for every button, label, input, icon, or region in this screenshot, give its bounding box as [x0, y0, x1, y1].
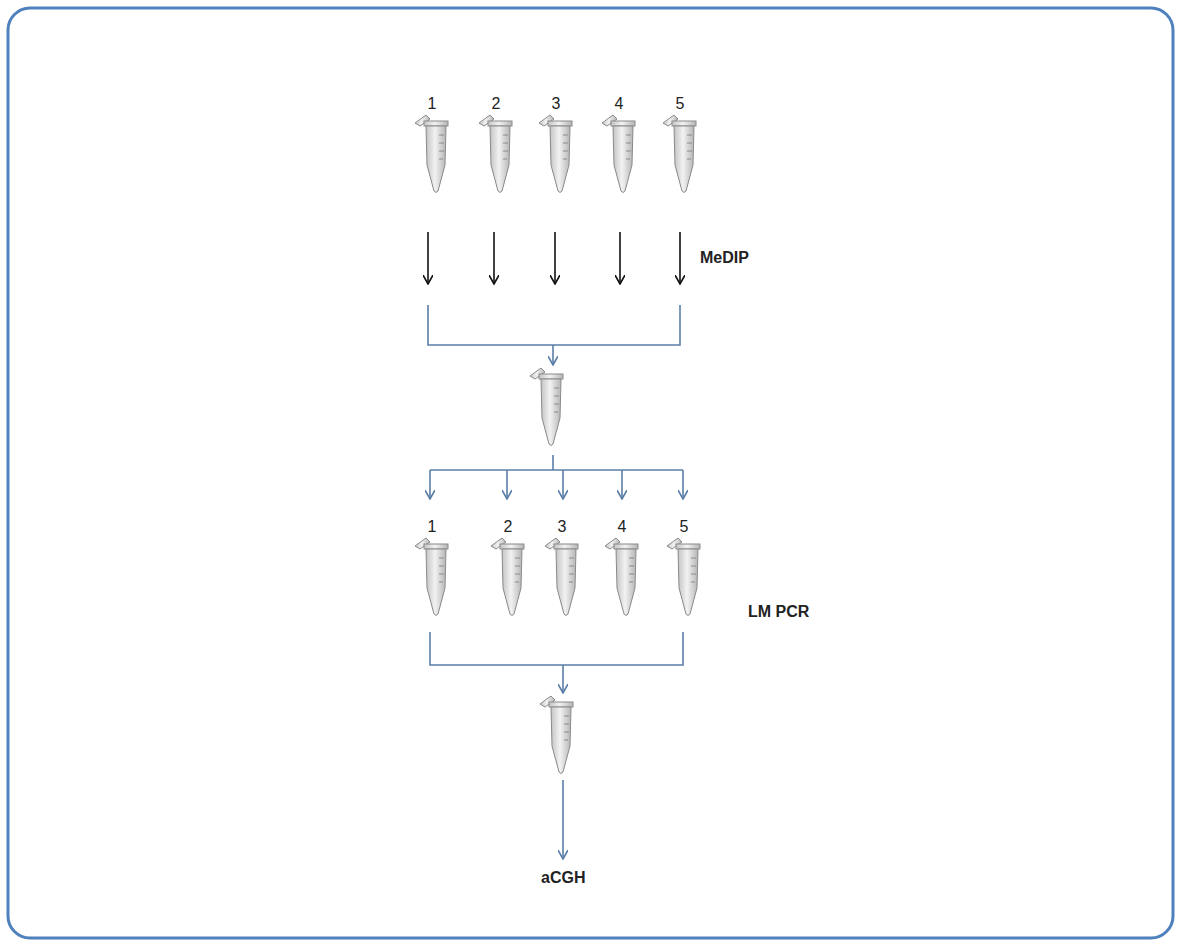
tube-number: 2	[486, 518, 530, 536]
sample-tube: 2	[486, 518, 530, 618]
sample-tube: 3	[540, 518, 584, 618]
pooled-tube	[540, 696, 573, 774]
sample-tube: 4	[597, 95, 641, 195]
tube-icon	[410, 113, 454, 195]
tube-number: 3	[534, 95, 578, 113]
pool-bracket	[428, 305, 680, 364]
medip-arrows	[428, 232, 680, 283]
tube-number: 5	[658, 95, 702, 113]
split-bracket	[430, 455, 683, 498]
tube-number: 1	[410, 95, 454, 113]
sample-tube: 5	[658, 95, 702, 195]
sample-tube: 1	[410, 95, 454, 195]
tube-icon	[597, 113, 641, 195]
sample-tube: 4	[600, 518, 644, 618]
tube-icon	[486, 536, 530, 618]
tube-number: 1	[410, 518, 454, 536]
tube-number: 4	[600, 518, 644, 536]
tube-icon	[474, 113, 518, 195]
tube-number: 2	[474, 95, 518, 113]
tube-icon	[540, 536, 584, 618]
pool-bracket	[430, 632, 683, 692]
frame-border	[8, 8, 1173, 938]
sample-tube: 5	[662, 518, 706, 618]
tube-number: 4	[597, 95, 641, 113]
sample-tube: 1	[410, 518, 454, 618]
tube-icon	[534, 113, 578, 195]
tube-number: 3	[540, 518, 584, 536]
tube-number: 5	[662, 518, 706, 536]
tube-icon	[600, 536, 644, 618]
tube-icon	[662, 536, 706, 618]
sample-tube: 2	[474, 95, 518, 195]
to-acgh-arrow	[562, 780, 564, 858]
sample-tube: 3	[534, 95, 578, 195]
pooled-tube	[530, 368, 563, 446]
step-label: LM PCR	[748, 602, 809, 622]
step-label: aCGH	[541, 868, 585, 888]
tube-icon	[658, 113, 702, 195]
step-label: MeDIP	[700, 248, 749, 268]
tube-icon	[410, 536, 454, 618]
